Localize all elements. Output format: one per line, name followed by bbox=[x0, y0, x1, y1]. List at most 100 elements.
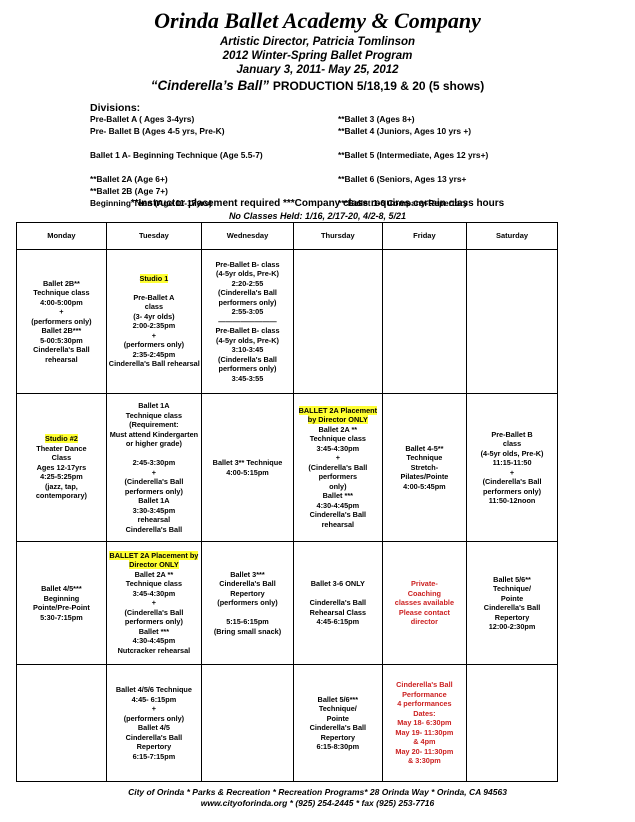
footer: City of Orinda * Parks & Recreation * Re… bbox=[0, 787, 635, 809]
class-line: 3:30-3:45pm bbox=[132, 505, 176, 515]
schedule-cell-saturday bbox=[466, 664, 558, 782]
class-line: Pointe bbox=[326, 713, 349, 723]
class-line: 3:45-3:55 bbox=[231, 373, 264, 383]
class-line: Technique/ bbox=[318, 704, 357, 714]
class-line: (Requirement: bbox=[129, 420, 179, 429]
class-line: Repertory bbox=[320, 732, 356, 742]
division-item: **Ballet 5 (Intermediate, Ages 12 yrs+) bbox=[338, 150, 489, 160]
class-line: Pilates/Pointe bbox=[400, 472, 449, 482]
class-line: Repertory bbox=[136, 742, 172, 752]
division-item: **Ballet 2B (Age 7+) bbox=[90, 186, 168, 196]
class-line bbox=[109, 283, 199, 293]
class-line: Ballet 1A bbox=[138, 496, 170, 505]
class-line: 4:00-5:15pm bbox=[226, 467, 269, 477]
class-line: classes available bbox=[394, 598, 454, 608]
class-line: 4:00-5:00pm bbox=[40, 297, 83, 307]
class-line: Ballet 4/5*** bbox=[41, 584, 82, 594]
class-line: Ballet 3*** bbox=[230, 569, 265, 579]
class-line: 11:50-12noon bbox=[488, 496, 536, 505]
class-line: Must attend Kindergarten bbox=[109, 429, 199, 439]
class-line: Repertory bbox=[230, 588, 265, 598]
division-item: Pre- Ballet B (Ages 4-5 yrs, Pre-K) bbox=[90, 126, 225, 136]
class-line bbox=[296, 589, 380, 599]
class-line: Pre-Ballet B bbox=[491, 429, 533, 439]
footer-address: City of Orinda * Parks & Recreation * Re… bbox=[128, 787, 507, 797]
class-line: Cinderella's Ball rehearsal bbox=[108, 359, 200, 369]
schedule-cell-friday bbox=[381, 249, 468, 394]
highlight-label: BALLET 2A Placement by Director ONLY bbox=[298, 405, 378, 425]
divisions-left-column: Pre-Ballet A ( Ages 3-4yrs)Pre- Ballet B… bbox=[90, 115, 263, 211]
class-line: Cinderella's Ball bbox=[219, 579, 276, 589]
class-line: 2:55-3:05 bbox=[231, 307, 264, 317]
class-line: Repertory bbox=[494, 612, 530, 622]
class-line: Ballet 2A ** bbox=[318, 424, 358, 434]
footer-contact: www.cityoforinda.org * (925) 254-2445 * … bbox=[200, 798, 435, 808]
class-line: + bbox=[151, 704, 157, 714]
schedule-cell-saturday bbox=[466, 249, 558, 394]
class-line: performers only) bbox=[124, 617, 183, 627]
class-line: Technique/ bbox=[493, 584, 532, 594]
division-item: **Ballet 4 (Juniors, Ages 10 yrs +) bbox=[338, 126, 472, 136]
class-line: Ballet *** bbox=[322, 491, 354, 501]
class-line: rehearsal bbox=[137, 515, 171, 524]
class-line: performers bbox=[318, 472, 358, 482]
class-line: Rehearsal Class bbox=[309, 607, 367, 617]
class-line: & 3:30pm bbox=[407, 756, 441, 766]
class-line: + bbox=[151, 330, 157, 340]
class-line: Technique class bbox=[125, 410, 183, 420]
class-line: Cinderella's Ball bbox=[309, 598, 367, 608]
divisions-right-column: **Ballet 3 (Ages 8+) **Ballet 4 (Juniors,… bbox=[338, 115, 488, 211]
class-line: Nutcracker rehearsal bbox=[117, 645, 191, 655]
class-line: performers only) bbox=[218, 364, 277, 374]
class-line: Ballet 1A bbox=[138, 401, 170, 410]
no-classes-note: No Classes Held: 1/16, 2/17-20, 4/2-8, 5… bbox=[228, 211, 407, 221]
division-item: ***Ballet 1-6 Company-Repertory bbox=[338, 198, 468, 208]
class-line: (Cinderella's Ball bbox=[218, 354, 277, 364]
class-line: 11:15-11:50 bbox=[492, 458, 532, 467]
production-details: PRODUCTION 5/18,19 & 20 (5 shows) bbox=[272, 79, 485, 93]
class-line: rehearsal bbox=[45, 354, 78, 364]
class-line: rehearsal bbox=[321, 519, 355, 529]
day-header-monday: Monday bbox=[16, 222, 107, 250]
class-line: 2:45-3:30pm bbox=[132, 458, 176, 467]
division-item: Beginning Teen (Age 11-17yrs) bbox=[90, 198, 212, 208]
class-line: Ballet 3-6 ONLY bbox=[310, 579, 365, 589]
class-line: (performers only) bbox=[217, 598, 278, 608]
class-line: Ballet 4/5/6 Technique bbox=[115, 685, 192, 695]
class-line: 4:45- 6:15pm bbox=[131, 694, 177, 704]
day-header-thursday: Thursday bbox=[292, 222, 383, 250]
class-line: 2:00-2:35pm bbox=[132, 321, 176, 331]
class-line: Technique class bbox=[125, 579, 183, 589]
class-line: Please contact bbox=[398, 607, 450, 617]
division-item: **Ballet 3 (Ages 8+) bbox=[338, 114, 415, 124]
class-line: performers only) bbox=[124, 486, 183, 496]
class-line: Coaching bbox=[407, 588, 441, 598]
class-line: (Cinderella's Ball bbox=[308, 462, 368, 472]
class-line: 6:15-8:30pm bbox=[316, 742, 360, 752]
class-line: (4-5yr olds, Pre-K) bbox=[216, 269, 279, 279]
class-line: (Cinderella's Ball bbox=[124, 607, 184, 617]
class-line: Dates: bbox=[413, 708, 436, 718]
class-line: Technique class bbox=[33, 288, 90, 298]
class-line: Pre-Ballet A bbox=[133, 292, 175, 302]
class-line: Ages 12-17yrs bbox=[36, 462, 87, 472]
day-header-friday: Friday bbox=[381, 222, 468, 250]
class-line: (Cinderella's Ball bbox=[482, 477, 542, 486]
class-line: Cinderella's Ball bbox=[309, 723, 367, 733]
class-line: + bbox=[59, 307, 64, 317]
class-line: Ballet 4-5** bbox=[405, 443, 444, 453]
class-line: 4 performances bbox=[397, 699, 452, 709]
class-line: (Cinderella's Ball bbox=[218, 288, 277, 298]
class-line: 4:30-4:45pm bbox=[132, 636, 176, 646]
